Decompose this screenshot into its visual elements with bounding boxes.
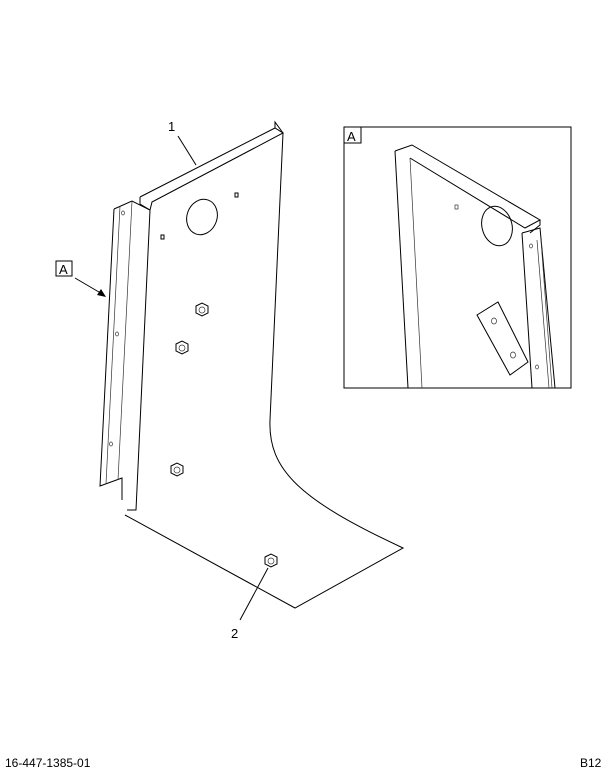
leader-line-2 (239, 567, 269, 621)
detail-view-a: A (343, 126, 572, 389)
callout-1: 1 (168, 119, 175, 134)
leader-line-1 (177, 135, 197, 166)
hex-nut (170, 462, 184, 477)
hex-nut (195, 302, 209, 317)
hex-nut (175, 340, 189, 355)
bracket-panel-part (99, 120, 405, 609)
page-code: B12 (580, 756, 602, 770)
hex-nut (264, 553, 278, 568)
callout-2: 2 (231, 626, 238, 641)
view-ref-label: A (59, 262, 68, 277)
view-ref-box (55, 260, 73, 277)
arrowhead-icon (97, 289, 106, 297)
drawing-number: 16-447-1385-01 (5, 756, 91, 770)
detail-view-label: A (347, 129, 356, 144)
